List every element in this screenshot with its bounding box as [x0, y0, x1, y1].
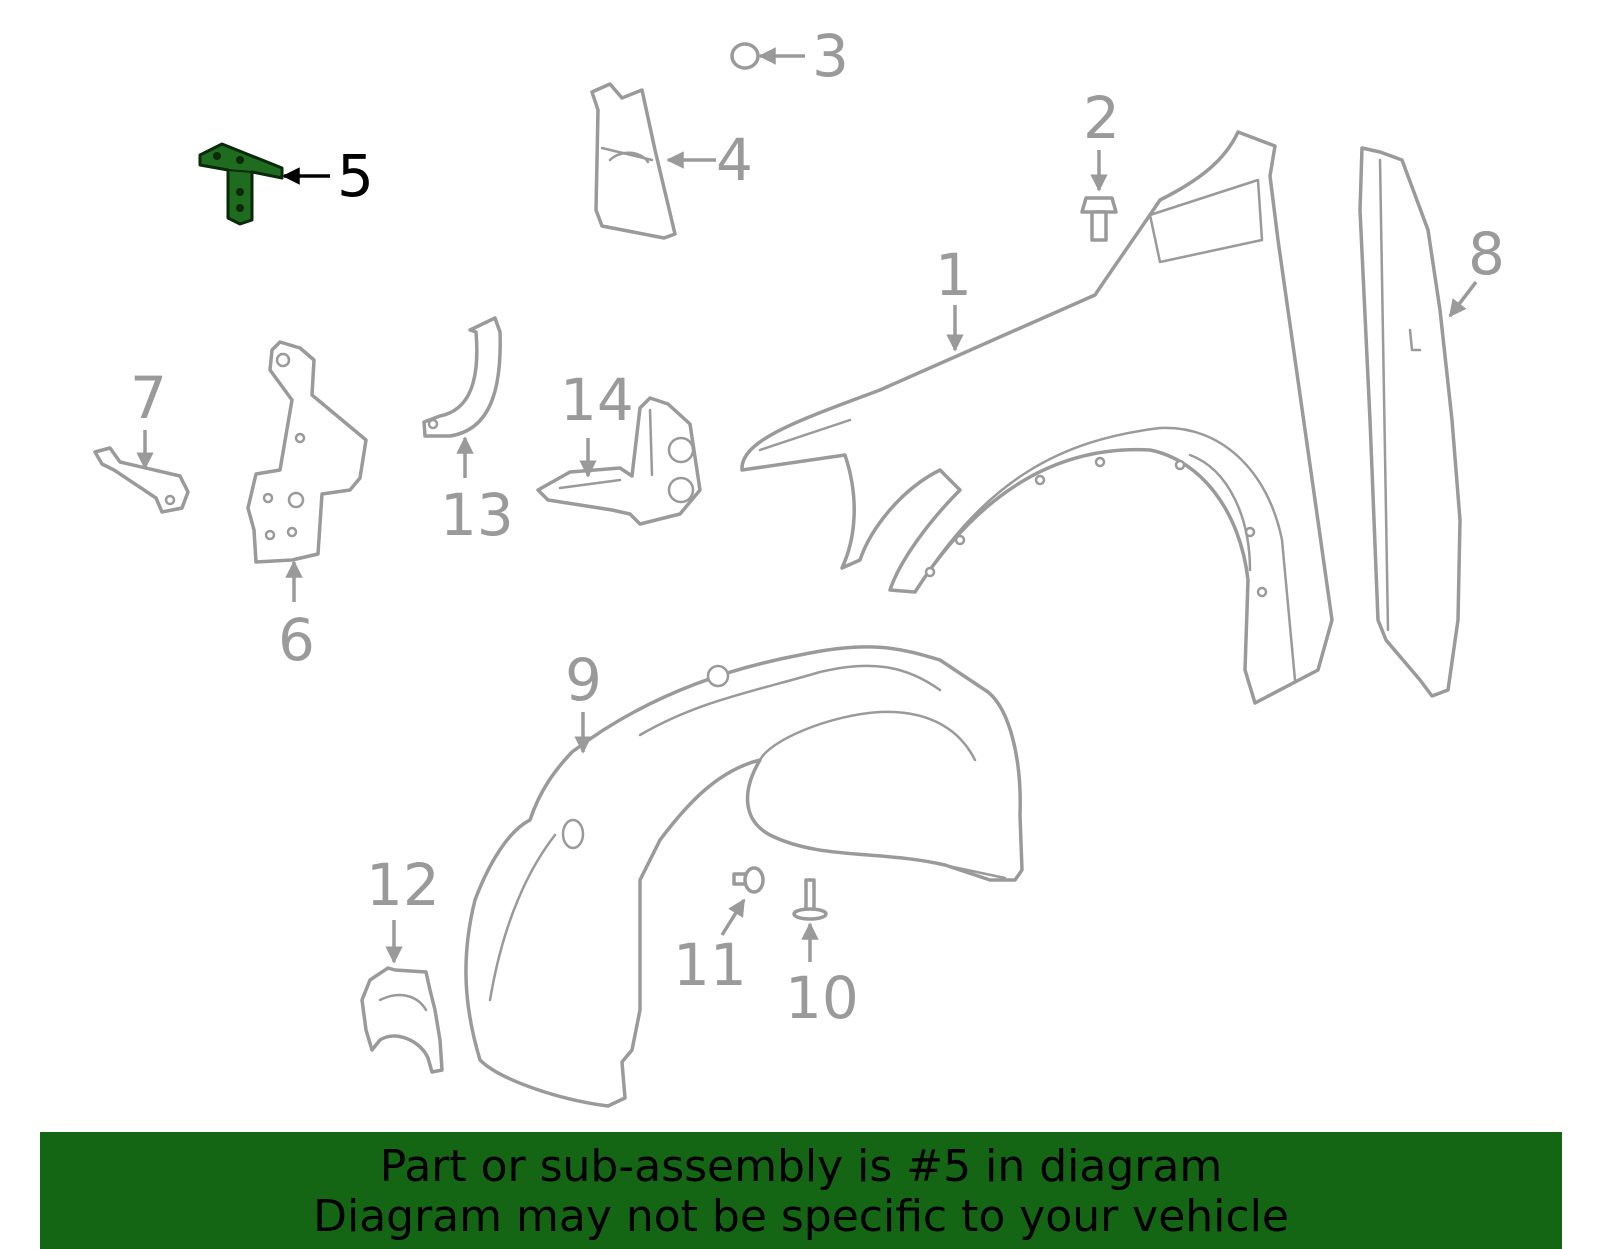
callout-1: 1	[935, 241, 972, 309]
callout-5: 5	[337, 142, 374, 210]
parts-diagram: 5 3 4 2 1 8	[93, 22, 1505, 1108]
banner-line-2: Diagram may not be specific to your vehi…	[313, 1191, 1289, 1242]
callout-arrow-8	[1448, 280, 1478, 318]
callout-10: 10	[785, 964, 859, 1032]
part-9-liner	[464, 645, 1024, 1108]
part-5-bracket[interactable]	[198, 142, 284, 226]
callout-4: 4	[716, 126, 753, 194]
callout-7: 7	[130, 364, 167, 432]
part-11-pin	[732, 866, 765, 894]
part-8-seal	[1358, 146, 1462, 698]
part-12-shield	[360, 966, 444, 1074]
part-3-plug	[730, 42, 760, 70]
info-banner: Part or sub-assembly is #5 in diagram Di…	[40, 1132, 1562, 1249]
callout-9: 9	[565, 646, 602, 714]
banner-line-1: Part or sub-assembly is #5 in diagram	[379, 1141, 1223, 1192]
callout-6: 6	[278, 606, 315, 674]
part-14-mount	[536, 396, 702, 526]
part-10-rivet	[792, 878, 828, 921]
part-1-fender	[740, 130, 1334, 705]
part-7-rod	[93, 446, 190, 514]
callout-13: 13	[440, 481, 514, 549]
part-4-bracket	[590, 82, 677, 240]
part-2-bolt	[1080, 196, 1118, 242]
callout-12: 12	[366, 851, 440, 919]
callout-2: 2	[1083, 84, 1120, 152]
callout-8: 8	[1468, 220, 1505, 288]
callout-arrow-11	[720, 898, 746, 936]
part-6-plate	[246, 340, 368, 564]
callout-11: 11	[673, 931, 747, 999]
part-13-strap	[422, 316, 502, 438]
callout-3: 3	[812, 22, 849, 90]
callout-14: 14	[560, 366, 634, 434]
